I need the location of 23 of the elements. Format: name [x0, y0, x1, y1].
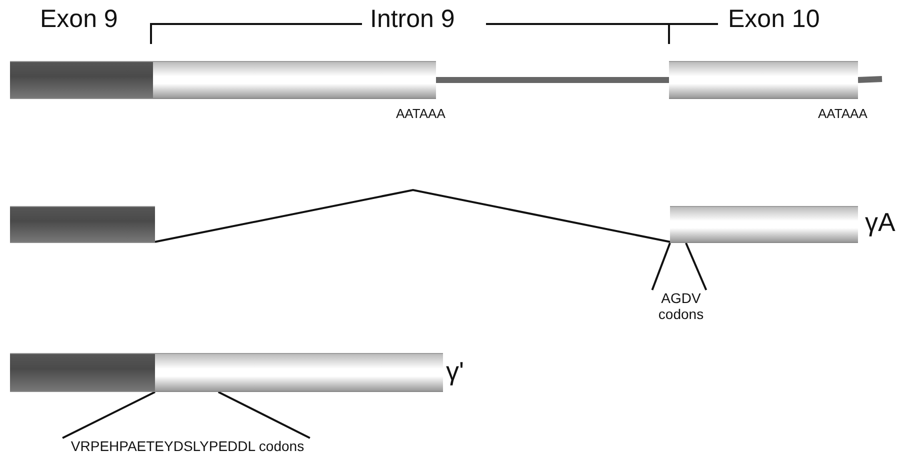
leader-line — [685, 242, 708, 290]
exon-bar — [669, 61, 858, 99]
leader-line — [62, 391, 156, 439]
region-label: Exon 10 — [728, 5, 820, 34]
codon-label: VRPEHPAETEYDSLYPEDDL codons — [60, 438, 315, 454]
exon-bar — [153, 61, 436, 99]
intron-line — [858, 76, 882, 83]
region-label: Exon 9 — [40, 5, 118, 34]
sequence-label: AATAAA — [396, 107, 446, 122]
exon-bar — [155, 353, 443, 392]
coding-exon-bar — [10, 206, 155, 243]
sequence-label: AATAAA — [818, 107, 868, 122]
leader-line — [651, 242, 671, 290]
leader-line — [218, 391, 310, 439]
splice-line — [154, 188, 670, 243]
region-label: Intron 9 — [370, 5, 455, 34]
exon-bar — [670, 206, 858, 243]
intron-line — [436, 77, 669, 83]
isoform-label: γA — [865, 208, 896, 238]
coding-exon-bar — [10, 353, 155, 392]
coding-exon-bar — [10, 61, 153, 99]
isoform-label: γ' — [446, 357, 464, 387]
codon-label: AGDV codons — [645, 290, 717, 322]
